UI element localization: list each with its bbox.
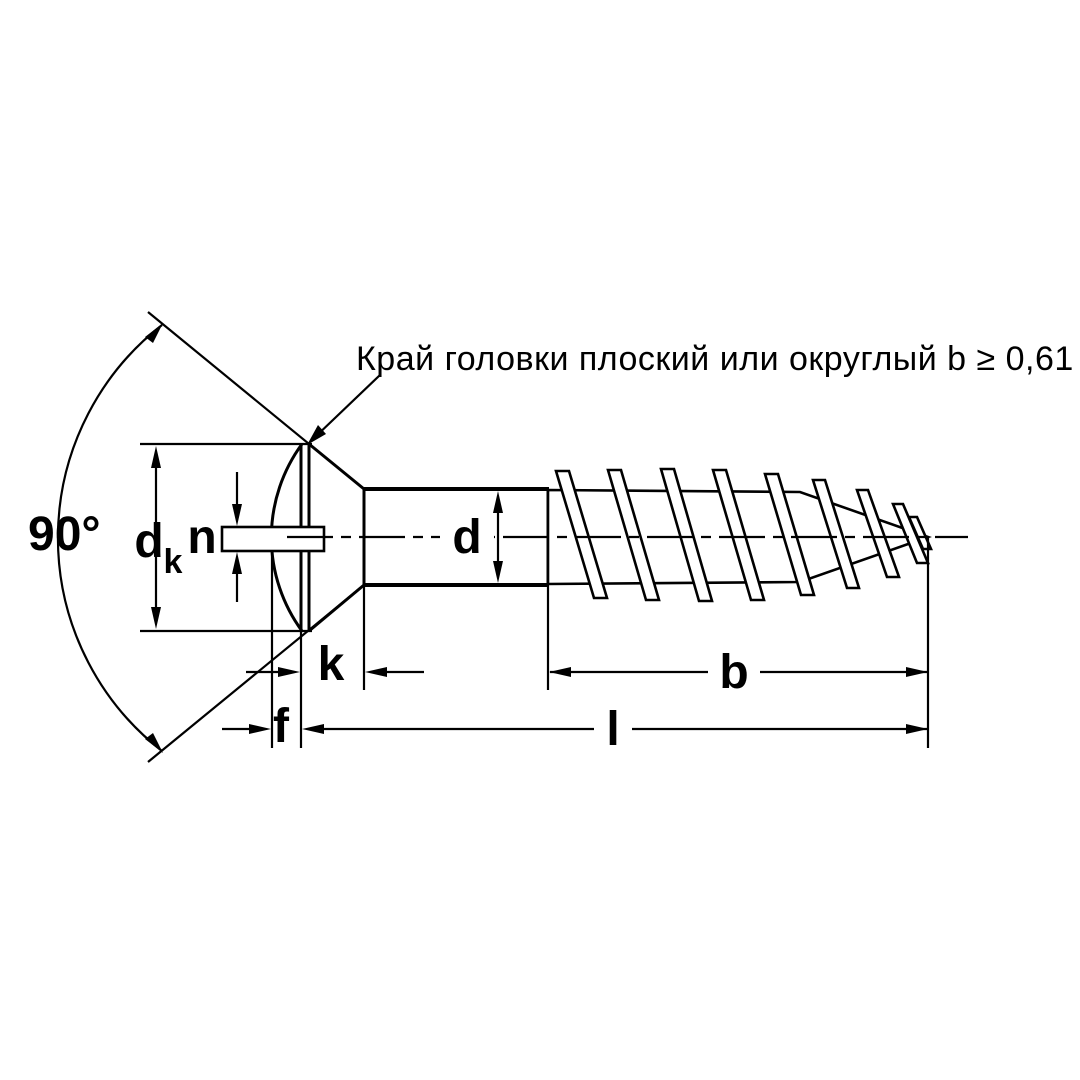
arrow-left-icon [549,667,571,677]
head-edge-annotation: Край головки плоский или округлый b ≥ 0,… [307,340,1074,445]
arrow-right-icon [278,667,300,677]
arrow-down-icon [493,561,503,583]
thread-blade [554,469,609,600]
arrow-up-icon [232,552,242,574]
angle-arc-arrow-bottom-icon [145,733,163,753]
arrow-left-icon [302,724,324,734]
arrow-left-icon [365,667,387,677]
arrow-down-icon [232,504,242,526]
arrow-right-icon [906,724,928,734]
dome-height-label: f [273,700,290,753]
thread-blade [711,468,766,602]
thread-outline [546,467,933,603]
arrow-down-icon [151,607,161,629]
dim-thread-length: b [546,537,930,748]
angle-arc-arrow-top-icon [145,323,163,343]
slot-width-label: n [187,511,216,564]
head-diameter-label: d [134,515,163,568]
arrow-up-icon [151,446,161,468]
leader-line [311,374,381,441]
label-mask [708,646,760,696]
thread-length-label: b [719,646,748,699]
arrow-right-icon [906,667,928,677]
label-mask [594,702,632,754]
head-slot [220,525,326,553]
total-length-label: l [606,703,619,756]
arrow-right-icon [249,724,271,734]
head-edge-note: Край головки плоский или округлый b ≥ 0,… [356,340,1074,378]
angle-arc [56,324,163,752]
thread-blade [855,488,901,579]
thread-blade [811,478,861,590]
head-diameter-label-subscript: k [164,543,183,581]
label-mask [440,512,494,562]
dim-dome-height-and-length: f l [222,553,928,756]
head-depth-label: k [318,638,345,691]
dim-shank-diameter: d [440,491,503,583]
shank-diameter-label: d [452,511,481,564]
arrow-up-icon [493,491,503,513]
angle-label: 90° [28,508,101,561]
dim-head-diameter: d k [134,442,312,633]
thread-blade [606,468,661,602]
countersink-cone-edge-top [308,442,365,491]
countersink-cone-edge-bottom [308,583,365,633]
dim-slot-width: n [187,472,242,602]
dim-head-depth: k [246,585,424,748]
thread-blade [659,467,714,603]
leader-arrow-icon [307,425,326,445]
thread-blade [763,472,816,597]
thread-blade [907,515,933,551]
